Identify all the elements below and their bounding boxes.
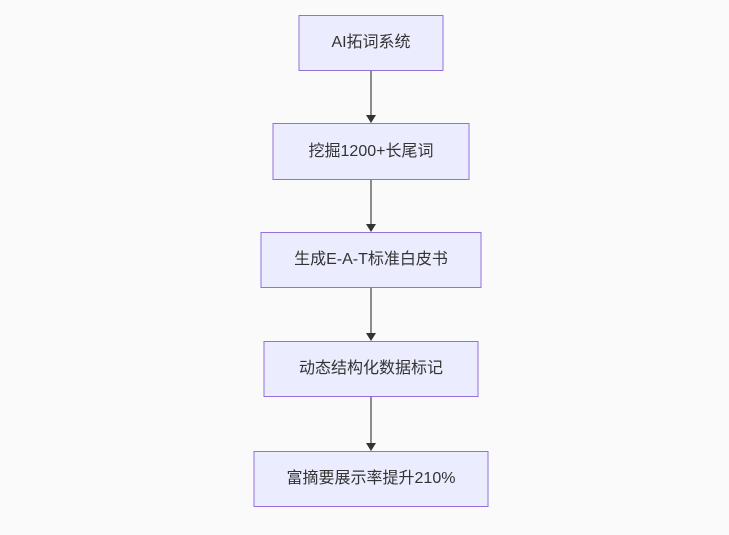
node-label: 富摘要展示率提升210% (286, 470, 456, 487)
node-label: 挖掘1200+长尾词 (308, 142, 434, 160)
flowchart-edge-3 (365, 288, 377, 341)
node-label: 动态结构化数据标记 (298, 360, 443, 377)
edge-line (370, 71, 372, 115)
flowchart-node-ai-word-system: AI拓词系统 (298, 15, 444, 71)
flowchart-node-eat-whitepaper: 生成E-A-T标准白皮书 (260, 232, 482, 288)
node-label: 生成E-A-T标准白皮书 (294, 251, 448, 268)
arrowhead-down-icon (366, 115, 376, 123)
flowchart-node-longtail-keywords: 挖掘1200+长尾词 (272, 123, 470, 180)
arrowhead-down-icon (366, 443, 376, 451)
flowchart-node-structured-data: 动态结构化数据标记 (263, 341, 479, 397)
arrowhead-down-icon (366, 224, 376, 232)
edge-line (370, 180, 372, 224)
arrowhead-down-icon (366, 333, 376, 341)
edge-line (370, 288, 372, 333)
flowchart-edge-2 (365, 180, 377, 232)
flowchart-edge-1 (365, 71, 377, 123)
flowchart-edge-4 (365, 397, 377, 451)
flowchart-node-rich-snippet-result: 富摘要展示率提升210% (253, 451, 489, 507)
edge-line (370, 397, 372, 443)
node-label: AI拓词系统 (331, 34, 411, 51)
